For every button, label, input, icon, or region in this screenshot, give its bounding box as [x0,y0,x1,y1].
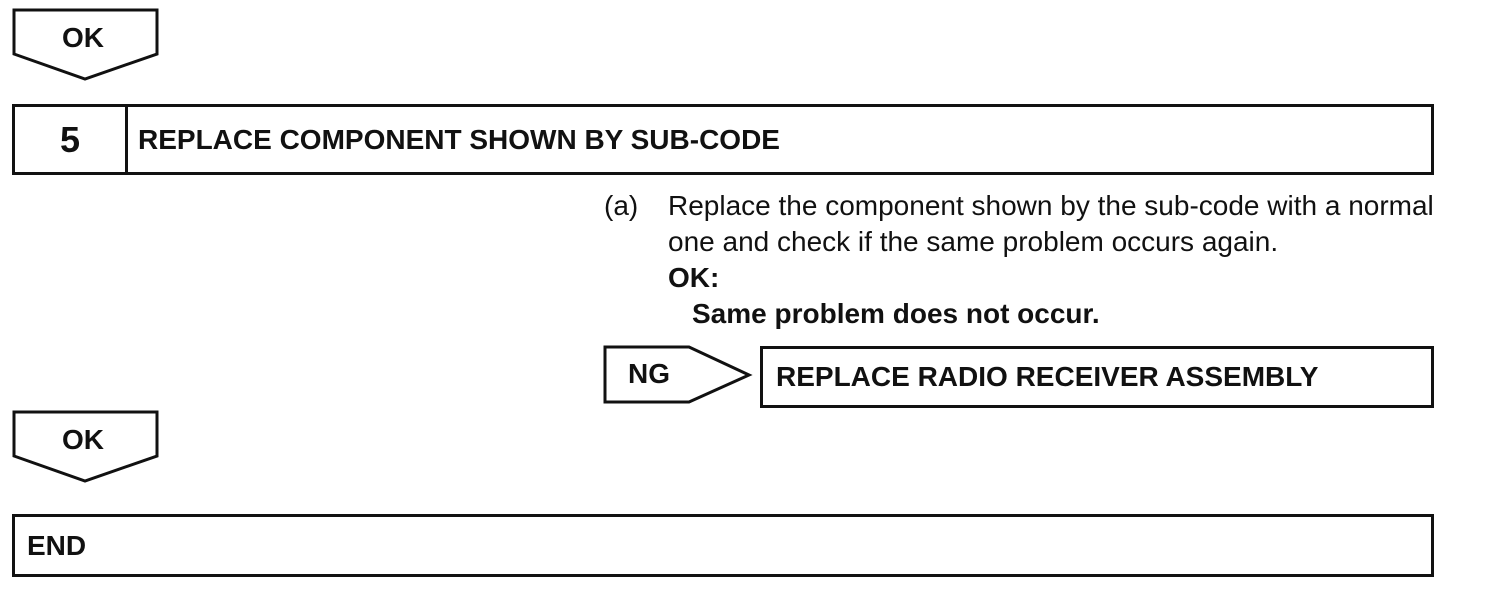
ok-criteria-label: OK: [668,262,720,293]
step-title: REPLACE COMPONENT SHOWN BY SUB-CODE [138,123,780,155]
ng-right-arrow [603,345,753,404]
ok-label-top: OK [62,22,104,53]
end-label: END [27,529,87,561]
end-box: END [12,514,1434,577]
step-number: 5 [15,107,128,172]
ok-down-arrow-bottom [12,410,159,483]
ok-label-bottom: OK [62,424,104,455]
ng-action-box: REPLACE RADIO RECEIVER ASSEMBLY [760,346,1434,408]
ng-action-text: REPLACE RADIO RECEIVER ASSEMBLY [776,361,1319,392]
ok-criteria-result: Same problem does not occur. [692,298,1100,329]
ok-down-arrow-top [12,8,159,81]
instruction-text: Replace the component shown by the sub-c… [668,190,1434,257]
ng-label: NG [628,358,670,389]
instruction-marker: (a) [604,190,639,221]
step-box: 5 REPLACE COMPONENT SHOWN BY SUB-CODE [12,104,1434,175]
